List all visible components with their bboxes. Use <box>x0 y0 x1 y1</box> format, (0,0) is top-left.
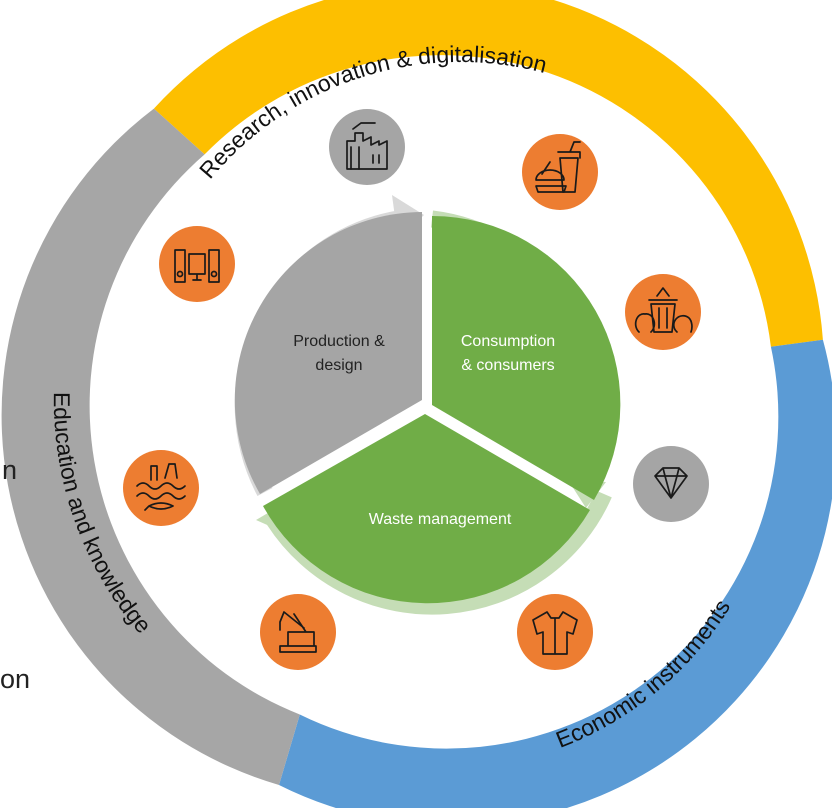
edge-text-fragment-lower: on <box>0 664 30 694</box>
sector-label-waste: Waste management <box>369 511 512 528</box>
shirt-icon <box>517 594 593 670</box>
sector-label-consumption-2: & consumers <box>461 357 554 374</box>
marine-litter-icon <box>123 450 199 526</box>
sector-label-production-2: design <box>315 357 362 374</box>
sector-consumption <box>432 215 621 500</box>
sector-label-production-1: Production & <box>293 333 385 350</box>
inner-sectors <box>234 212 621 604</box>
waste-bins-icon <box>625 274 701 350</box>
diamond-icon <box>633 446 709 522</box>
tv-speakers-icon <box>159 226 235 302</box>
factory-icon <box>329 109 405 185</box>
sector-label-consumption-1: Consumption <box>461 333 555 350</box>
ring-segment-economic <box>279 339 832 808</box>
edge-text-fragment-upper: n <box>2 455 17 485</box>
sector-production <box>234 212 422 494</box>
icons <box>123 109 709 670</box>
food-drink-icon <box>522 134 598 210</box>
ring-segment-education <box>1 108 300 786</box>
crane-icon <box>260 594 336 670</box>
ring-segment-research <box>153 0 823 347</box>
sector-waste <box>263 414 590 604</box>
